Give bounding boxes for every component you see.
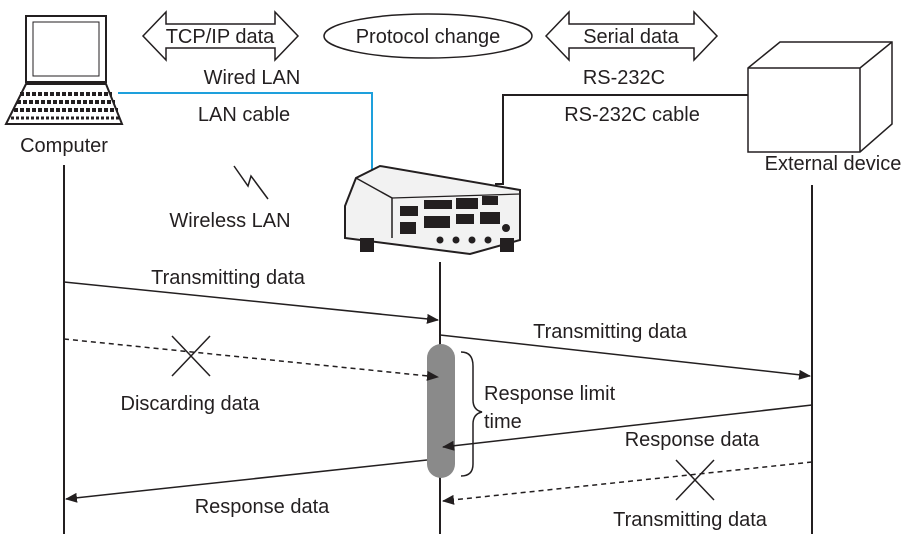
protocol-change-ellipse: Protocol change [323,13,533,59]
arrow-transmit-1 [63,281,439,324]
projector-icon [344,164,521,256]
external-device-label: External device [765,153,902,175]
transmitting-data-label-1: Transmitting data [151,267,306,289]
response-limit-label-line2: time [484,411,522,433]
laptop-icon [4,15,124,125]
lan-cable-label: LAN cable [198,104,290,126]
arrow-discarded-transmit [63,338,439,381]
discard-cross-icon-2 [675,459,715,501]
response-limit-bar [427,344,455,478]
computer-label: Computer [20,135,108,157]
transmitting-data-label-2: Transmitting data [533,321,688,343]
serial-label: Serial data [583,26,679,48]
protocol-change-label: Protocol change [356,26,501,48]
external-device-icon [747,41,893,153]
rs232c-label: RS-232C [583,67,665,89]
transmitting-data-label-3: Transmitting data [613,509,768,531]
response-limit-label-line1: Response limit [484,383,616,405]
wireless-lan-label: Wireless LAN [169,210,290,232]
response-data-label-ext: Response data [625,429,760,451]
discarding-data-label: Discarding data [121,393,261,415]
rs232c-cable-label: RS-232C cable [564,104,700,126]
wired-lan-label: Wired LAN [204,67,301,89]
wireless-icon [233,165,269,200]
response-limit-brace [460,351,483,477]
tcpip-label: TCP/IP data [166,26,275,48]
tcpip-double-arrow: TCP/IP data [141,10,300,62]
arrow-response-ext [442,404,813,451]
discard-cross-icon [171,335,211,377]
arrow-response-back [65,459,428,503]
response-data-label-back: Response data [195,496,330,518]
arrow-discarded-response [442,461,813,505]
arrow-transmit-2 [439,334,811,380]
serial-double-arrow: Serial data [544,10,719,62]
